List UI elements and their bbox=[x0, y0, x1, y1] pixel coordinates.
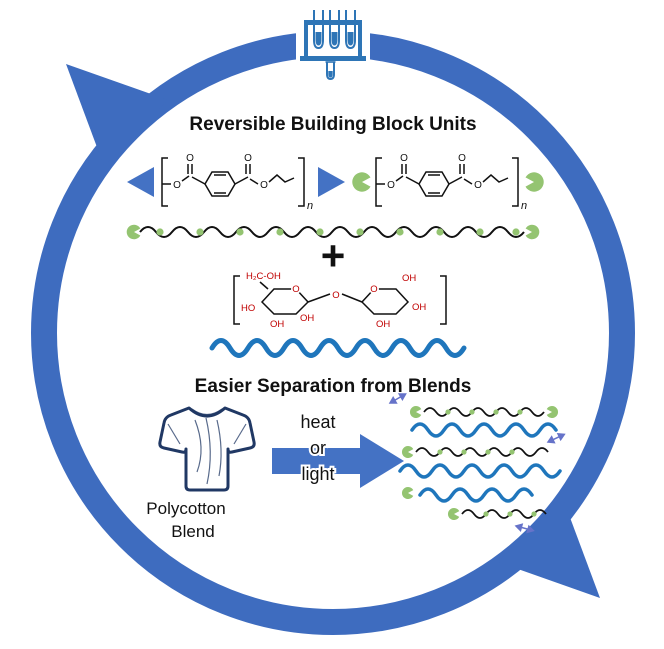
title-easier-separation: Easier Separation from Blends bbox=[195, 376, 472, 397]
detach-arrow-icon bbox=[545, 430, 567, 446]
left-bracket bbox=[233, 275, 240, 325]
pet-fragment bbox=[409, 405, 559, 419]
pet-fragment bbox=[447, 507, 547, 521]
cycle-arrowhead-bottom-right bbox=[498, 496, 600, 598]
pacman-connector-icon bbox=[401, 486, 414, 500]
plus-sign: + bbox=[321, 232, 346, 279]
test-tube-icon bbox=[325, 61, 336, 81]
ring-oxygen-label: O bbox=[292, 284, 299, 295]
ho-label: HO bbox=[241, 303, 255, 314]
reverse-triangle-icon bbox=[127, 167, 154, 197]
light-label: light bbox=[301, 464, 334, 484]
oh-label: OH bbox=[412, 302, 426, 313]
or-label: or bbox=[310, 438, 326, 458]
ring-oxygen-label: O bbox=[370, 284, 377, 295]
cellulose-fragment bbox=[410, 422, 558, 438]
glucose-ring bbox=[360, 288, 410, 315]
cellulose-polymer-chain bbox=[209, 338, 467, 358]
polycotton-label-line2: Blend bbox=[171, 522, 214, 541]
glycosidic-oxygen-label: O bbox=[332, 290, 339, 301]
separated-chains bbox=[387, 390, 567, 535]
oh-label: OH bbox=[402, 273, 416, 284]
pacman-connector-icon bbox=[525, 224, 540, 240]
heat-label: heat bbox=[300, 412, 335, 432]
oh-label: OH bbox=[270, 319, 284, 330]
pet-fragment bbox=[401, 445, 549, 459]
cellulose-fragment bbox=[418, 487, 534, 503]
test-tube-rack-icon bbox=[296, 0, 370, 61]
title-reversible-units: Reversible Building Block Units bbox=[189, 114, 476, 135]
polycotton-label-line1: Polycotton bbox=[146, 499, 225, 518]
cellulose-structure: O H₂C-OH HO OH OH O O OH OH OH bbox=[233, 271, 447, 330]
pet-polymer-chain bbox=[126, 224, 540, 240]
ch2oh-label: H₂C-OH bbox=[246, 271, 281, 282]
pacman-connector-icon bbox=[126, 224, 141, 240]
pacman-connector-icon bbox=[352, 172, 371, 192]
pet-repeat-unit-right bbox=[375, 152, 528, 213]
oh-label: OH bbox=[376, 319, 390, 330]
pacman-connector-icon bbox=[525, 172, 544, 192]
glucose-ring bbox=[260, 288, 310, 315]
tshirt-icon bbox=[158, 406, 256, 492]
cellulose-fragment bbox=[398, 463, 562, 479]
pet-repeat-unit-left bbox=[161, 152, 314, 213]
right-bracket bbox=[440, 275, 447, 325]
oh-label: OH bbox=[300, 313, 314, 324]
cycle-arrowhead-top-left bbox=[66, 64, 168, 166]
forward-triangle-icon bbox=[318, 167, 345, 197]
process-arrow bbox=[272, 434, 404, 488]
